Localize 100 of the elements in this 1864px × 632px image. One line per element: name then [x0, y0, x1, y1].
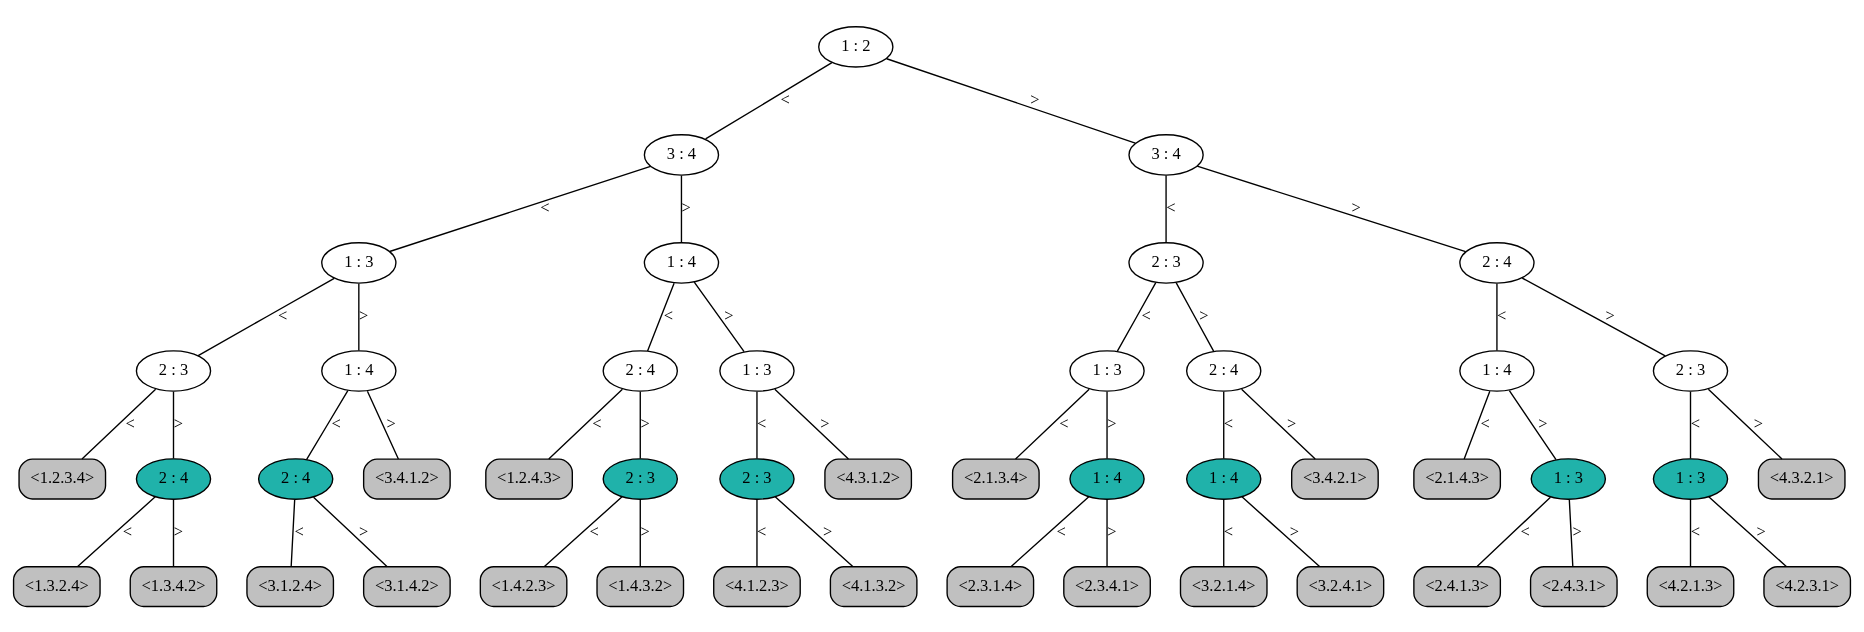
- edge-label: >: [1107, 413, 1117, 433]
- connector: [774, 388, 850, 460]
- edge-label: <: [1520, 521, 1530, 541]
- node-box: <3.4.2.1>: [1291, 457, 1379, 500]
- connector: [774, 495, 854, 567]
- node-box: <4.1.3.2>: [829, 565, 918, 607]
- node-ellipse: 1 : 2: [818, 25, 894, 68]
- edge-label: >: [386, 413, 396, 433]
- node-box: <3.4.1.2>: [362, 457, 451, 500]
- node-ellipse: 2 : 3: [1652, 349, 1729, 392]
- connector: [756, 498, 758, 567]
- connector: [1223, 390, 1225, 459]
- node-box: <4.2.1.3>: [1646, 565, 1735, 607]
- edge-label: <: [540, 197, 550, 217]
- node-box: <3.2.4.1>: [1296, 565, 1385, 607]
- node-ellipse: 1 : 4: [643, 241, 720, 284]
- connector: [646, 281, 675, 352]
- connector: [389, 165, 652, 252]
- node-box: <1.2.3.4>: [18, 457, 107, 500]
- edge-label: <: [1056, 521, 1066, 541]
- node-ellipse: 1 : 4: [321, 349, 397, 392]
- node-box: <2.1.3.4>: [951, 457, 1040, 500]
- edge-label: >: [724, 305, 734, 325]
- edge-label: >: [1572, 521, 1582, 541]
- connector: [197, 277, 335, 356]
- edge-label: <: [1223, 521, 1234, 541]
- node-box: <2.3.4.1>: [1063, 565, 1151, 607]
- node-ellipse: 1 : 4: [1459, 349, 1535, 392]
- node-box: <1.2.4.3>: [485, 457, 573, 500]
- connector: [543, 495, 623, 567]
- node-box: <3.2.1.4>: [1179, 565, 1268, 607]
- node-ellipse: 2 : 4: [602, 349, 679, 392]
- edge-label: >: [1756, 521, 1766, 541]
- node-ellipse: 1 : 3: [1069, 349, 1145, 392]
- edge-label: >: [1030, 89, 1040, 109]
- edge-label: >: [1107, 521, 1117, 541]
- edge-label: >: [1287, 413, 1297, 433]
- connector: [305, 389, 349, 460]
- edge-label: <: [122, 521, 133, 541]
- node-box: <4.1.2.3>: [713, 565, 801, 607]
- connector: [77, 495, 156, 567]
- connector: [1689, 498, 1692, 567]
- connector: [358, 282, 360, 351]
- edge-label: <: [589, 521, 599, 541]
- edge-label: <: [663, 305, 674, 325]
- connector: [704, 61, 833, 140]
- edge-label: <: [125, 413, 135, 433]
- connector: [172, 390, 175, 459]
- edge-label: <: [294, 521, 304, 541]
- connector: [81, 388, 157, 460]
- connector: [1568, 498, 1574, 567]
- connector: [680, 174, 683, 243]
- node-ellipse: 2 : 3: [1128, 241, 1204, 284]
- connector: [1175, 281, 1215, 352]
- edge-label: >: [823, 521, 833, 541]
- connector: [1014, 388, 1090, 460]
- edge-label: <: [1141, 305, 1151, 325]
- connector: [1463, 390, 1491, 460]
- node-ellipse: 2 : 4: [257, 457, 334, 500]
- edge-label: >: [173, 413, 183, 433]
- connector: [172, 498, 175, 567]
- connector: [1106, 390, 1108, 459]
- connector: [366, 390, 400, 460]
- node-box: <1.3.4.2>: [129, 565, 218, 607]
- edge-label: >: [1605, 305, 1615, 325]
- connector: [1708, 495, 1787, 567]
- node-ellipse: 1 : 3: [1530, 457, 1607, 500]
- connector: [1689, 390, 1692, 459]
- edge-label: <: [1059, 413, 1069, 433]
- edge-label: >: [1351, 197, 1361, 217]
- connector: [1165, 174, 1167, 243]
- node-box: <4.2.3.1>: [1763, 565, 1852, 607]
- node-ellipse: 1 : 3: [1652, 457, 1729, 500]
- node-ellipse: 2 : 4: [1185, 349, 1262, 392]
- connector: [1241, 495, 1321, 567]
- edge-label: >: [1538, 413, 1548, 433]
- node-box: <3.1.2.4>: [246, 565, 335, 607]
- edge-label: >: [173, 521, 183, 541]
- edge-label: <: [277, 305, 288, 325]
- node-box: <4.3.1.2>: [824, 457, 913, 500]
- edge-label: <: [592, 413, 602, 433]
- edge-label: >: [640, 413, 650, 433]
- node-ellipse: 2 : 4: [135, 457, 212, 500]
- connector: [312, 496, 388, 567]
- connector: [548, 388, 624, 460]
- node-box: <2.3.1.4>: [946, 565, 1035, 607]
- edge-label: >: [820, 413, 830, 433]
- edge-label: >: [681, 197, 691, 217]
- node-box: <1.4.3.2>: [596, 565, 685, 607]
- node-ellipse: 2 : 4: [1459, 241, 1535, 284]
- edge-label: >: [358, 305, 369, 325]
- node-ellipse: 1 : 4: [1069, 457, 1145, 500]
- connector: [1476, 496, 1552, 567]
- edge-label: <: [757, 413, 767, 433]
- connector: [886, 57, 1136, 144]
- connector: [1707, 388, 1783, 460]
- edge-label: <: [1480, 413, 1490, 433]
- node-box: <1.3.2.4>: [12, 565, 101, 607]
- node-box: <2.1.4.3>: [1413, 457, 1502, 500]
- edge-label: <: [1690, 521, 1700, 541]
